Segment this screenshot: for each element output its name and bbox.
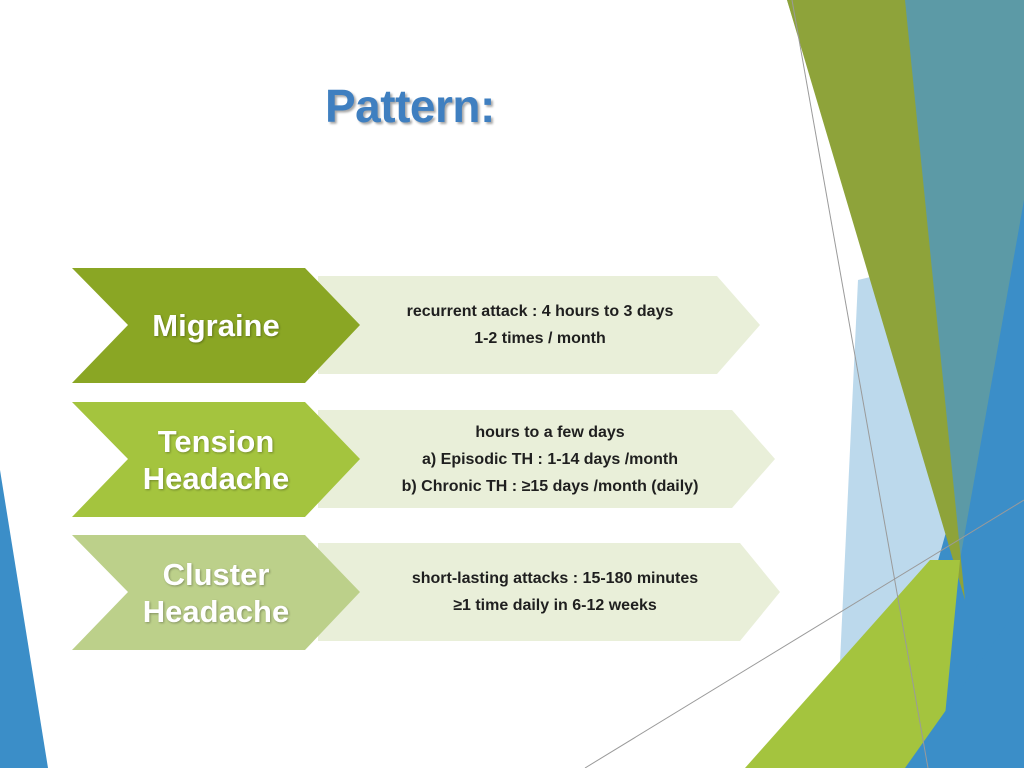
detail-line: ≥1 time daily in 6-12 weeks	[453, 597, 657, 614]
chevron-cluster	[72, 535, 360, 650]
detail-box-tension	[318, 410, 775, 508]
label-line: Cluster	[162, 556, 270, 592]
detail-line: b) Chronic TH : ≥15 days /month (daily)	[401, 477, 699, 495]
right-thin-line-1	[791, 0, 929, 768]
label-line: Tension	[157, 423, 275, 459]
label-migraine: Migraine	[100, 268, 332, 383]
detail-box-cluster	[318, 543, 780, 641]
detail-line: a) Episodic TH : 1-14 days /month	[421, 450, 679, 468]
detail-line: 1-2 times / month	[474, 330, 606, 347]
page-title: Pattern:	[325, 80, 495, 132]
label-line: Headache	[142, 593, 290, 629]
detail-line: hours to a few days	[475, 423, 625, 441]
detail-box-migraine	[318, 276, 760, 374]
right-accent-blue-lower	[905, 600, 1024, 768]
detail-cluster-headache: short-lasting attacks : 15-180 minutes ≥…	[345, 551, 765, 633]
label-line: Migraine	[152, 308, 280, 343]
chevron-tension	[72, 402, 360, 517]
chevron-migraine	[72, 268, 360, 383]
label-line: Headache	[142, 460, 290, 496]
label-tension-headache: Tension Headache	[100, 402, 332, 517]
right-accent-olive	[787, 0, 965, 600]
detail-tension-headache: hours to a few days a) Episodic TH : 1-1…	[340, 418, 760, 500]
detail-line: short-lasting attacks : 15-180 minutes	[411, 570, 699, 587]
left-accent-blue	[0, 470, 48, 768]
right-accent-lime-bottom	[745, 560, 960, 768]
right-thin-line-2	[584, 499, 1024, 768]
detail-line: recurrent attack : 4 hours to 3 days	[406, 303, 674, 320]
right-accent-blue-main	[880, 0, 1024, 768]
label-cluster-headache: Cluster Headache	[100, 535, 332, 650]
detail-migraine: recurrent attack : 4 hours to 3 days 1-2…	[330, 284, 750, 366]
